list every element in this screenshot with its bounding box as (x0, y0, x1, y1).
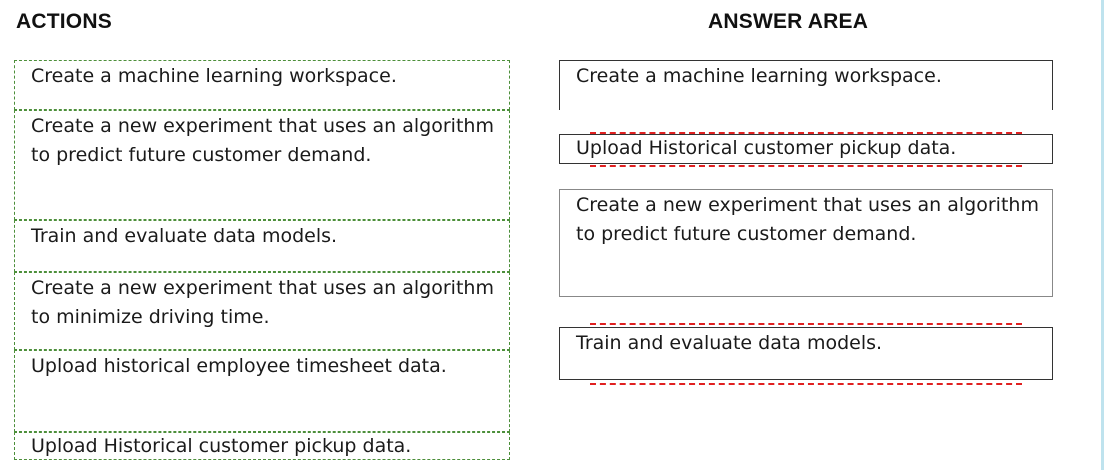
answer-item[interactable]: Upload Historical customer pickup data. (559, 134, 1053, 164)
drop-indicator (590, 132, 1022, 134)
drop-indicator (590, 383, 1022, 385)
scrollbar-edge (1101, 0, 1104, 470)
answer-item[interactable]: Create a new experiment that uses an alg… (559, 189, 1053, 297)
answer-item[interactable]: Create a machine learning workspace. (559, 60, 1053, 110)
action-item[interactable]: Create a machine learning workspace. (14, 60, 510, 110)
action-item[interactable]: Train and evaluate data models. (14, 220, 510, 272)
drop-indicator (590, 165, 1022, 167)
answer-area-heading: ANSWER AREA (708, 10, 869, 33)
action-item[interactable]: Upload historical employee timesheet dat… (14, 350, 510, 432)
action-item[interactable]: Upload Historical customer pickup data. (14, 432, 510, 460)
drop-indicator (590, 323, 1022, 325)
action-item[interactable]: Create a new experiment that uses an alg… (14, 272, 510, 350)
answer-item[interactable]: Train and evaluate data models. (559, 327, 1053, 380)
actions-heading: ACTIONS (16, 10, 112, 33)
action-item[interactable]: Create a new experiment that uses an alg… (14, 110, 510, 220)
